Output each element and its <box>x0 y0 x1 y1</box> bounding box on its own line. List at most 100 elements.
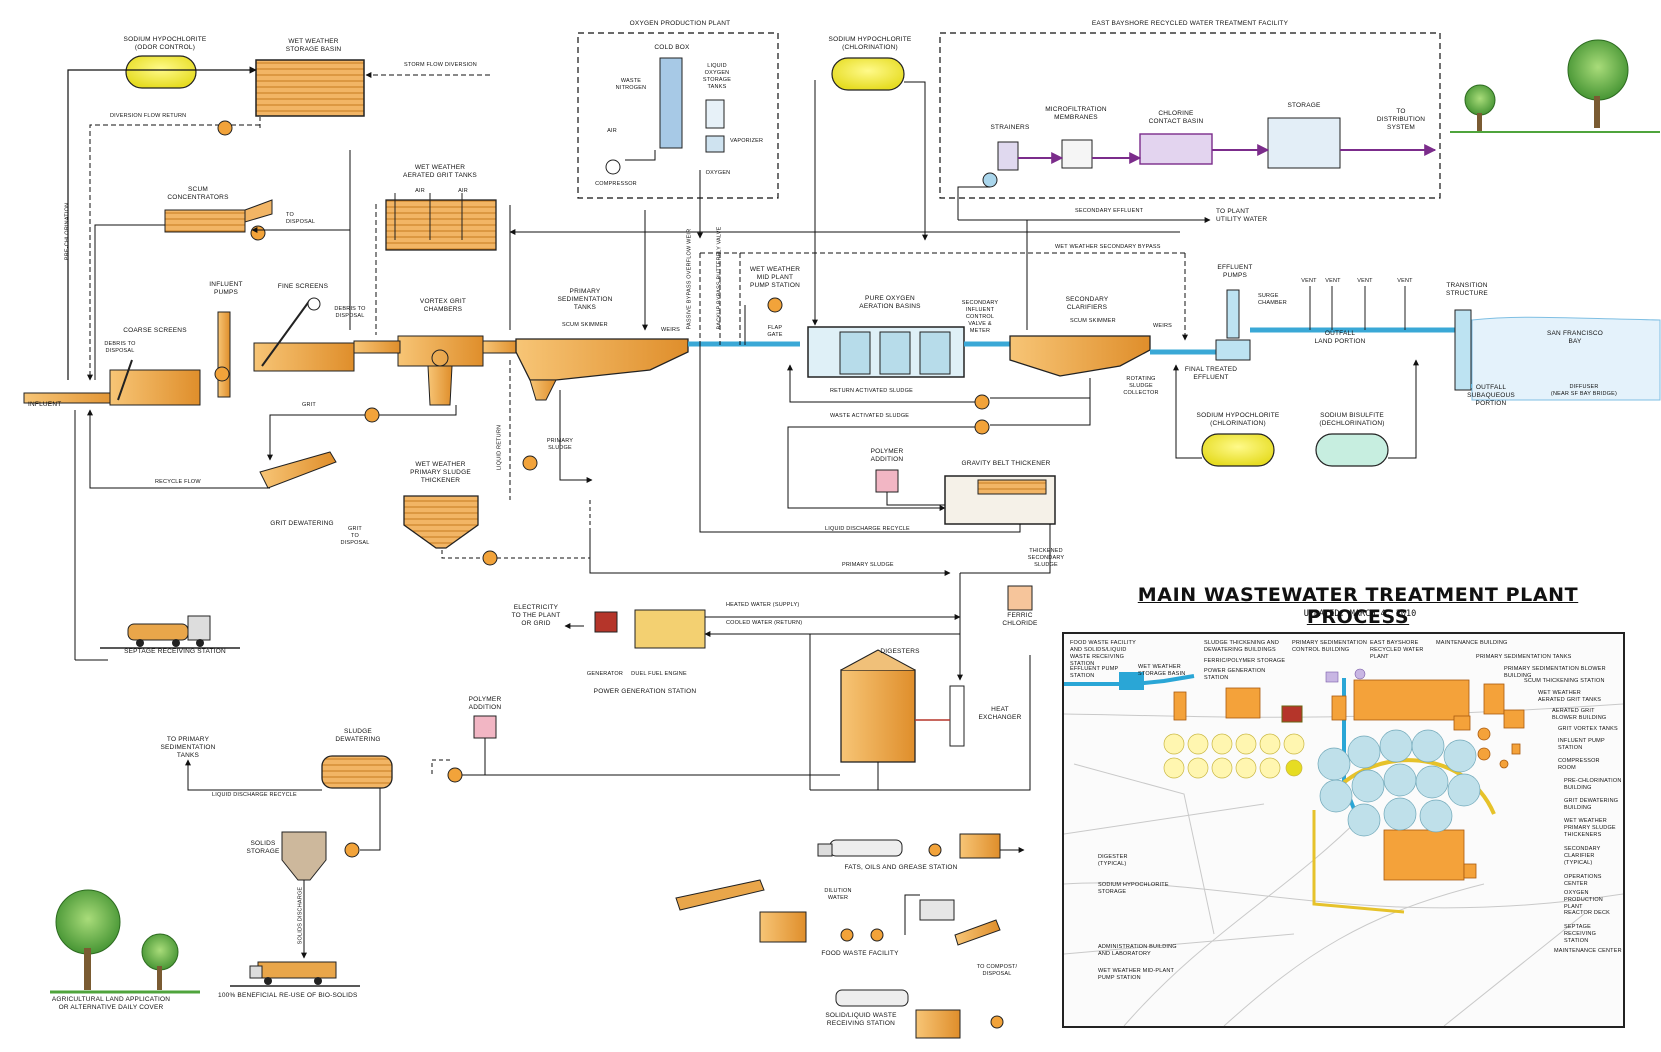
label-air-1: AIR <box>410 188 430 195</box>
label-vent-4: VENT <box>1392 278 1418 285</box>
siteplan-label: FERRIC/POLYMER STORAGE <box>1204 658 1285 665</box>
label-liquid-oxygen-tanks: LIQUID OXYGEN STORAGE TANKS <box>692 63 742 91</box>
label-waste-activated-sludge: WASTE ACTIVATED SLUDGE <box>830 413 909 420</box>
solids-storage-silo <box>282 832 326 880</box>
label-sodium-hypochlorite-chlorination-bottom: SODIUM HYPOCHLORITE (CHLORINATION) <box>1186 412 1290 428</box>
diversion-return-pump <box>218 121 232 135</box>
label-oxygen-production-plant: OXYGEN PRODUCTION PLANT <box>590 20 770 28</box>
label-east-bayshore: EAST BAYSHORE RECYCLED WATER TREATMENT F… <box>1040 20 1340 28</box>
label-pure-oxygen-basins: PURE OXYGEN AERATION BASINS <box>840 295 940 311</box>
label-backup-bypass: BACKUP BYPASS BUTTERFLY VALVE <box>717 270 724 330</box>
label-ww-mid-plant-pump: WET WEATHER MID PLANT PUMP STATION <box>740 266 810 290</box>
label-food-waste-facility: FOOD WASTE FACILITY <box>810 950 910 958</box>
label-influent-pumps: INFLUENT PUMPS <box>196 281 256 297</box>
siteplan-label: INFLUENT PUMP STATION <box>1558 738 1605 752</box>
label-debris-disposal-1: DEBRIS TO DISPOSAL <box>328 306 372 320</box>
label-cold-box: COLD BOX <box>642 44 702 52</box>
siteplan-label: REACTOR DECK <box>1564 910 1610 917</box>
label-transition-structure: TRANSITION STRUCTURE <box>1432 282 1502 298</box>
label-liquid-discharge-recycle-1: LIQUID DISCHARGE RECYCLE <box>825 526 910 533</box>
label-diffuser: DIFFUSER (NEAR SF BAY BRIDGE) <box>1534 384 1634 398</box>
label-secondary-influent-valve: SECONDARY INFLUENT CONTROL VALVE & METER <box>960 300 1000 335</box>
label-to-plant-utility-water: TO PLANT UTILITY WATER <box>1216 208 1267 224</box>
label-san-francisco-bay: SAN FRANCISCO BAY <box>1530 330 1620 346</box>
label-influent: INFLUENT <box>28 401 61 409</box>
siteplan-label: OPERATIONS CENTER <box>1564 874 1623 888</box>
label-septage-receiving: SEPTAGE RECEIVING STATION <box>110 648 240 656</box>
tree-icon <box>1568 40 1628 100</box>
label-microfiltration: MICROFILTRATION MEMBRANES <box>1036 106 1116 122</box>
label-scum-concentrators: SCUM CONCENTRATORS <box>158 186 238 202</box>
siteplan-label: ADMINISTRATION BUILDING AND LABORATORY <box>1098 944 1177 958</box>
strainers <box>998 142 1018 170</box>
siteplan-label: FOOD WASTE FACILITY AND SOLIDS/LIQUID WA… <box>1070 640 1136 668</box>
label-ferric-chloride: FERRIC CHLORIDE <box>990 612 1050 628</box>
siteplan-label: SCUM THICKENING STATION <box>1524 678 1605 685</box>
label-gravity-belt-thickener: GRAVITY BELT THICKENER <box>946 460 1066 468</box>
label-vent-1: VENT <box>1296 278 1322 285</box>
label-heated-water: HEATED WATER (SUPPLY) <box>726 602 799 609</box>
siteplan-label: PRE-CHLORINATION BUILDING <box>1564 778 1622 792</box>
polymer-addition-box-1 <box>876 470 898 492</box>
coarse-screens-channel <box>110 370 200 405</box>
scum-concentrator-tank <box>165 210 245 232</box>
label-thickened-secondary-sludge: THICKENED SECONDARY SLUDGE <box>1026 548 1066 569</box>
label-storm-flow-diversion: STORM FLOW DIVERSION <box>404 62 477 69</box>
storage-tank <box>1268 118 1340 168</box>
sludge-dewatering-centrifuge <box>322 756 392 788</box>
siteplan-label: POWER GENERATION STATION <box>1204 668 1265 682</box>
siteplan-label: COMPRESSOR ROOM <box>1558 758 1600 772</box>
label-solid-liquid-waste: SOLID/LIQUID WASTE RECEIVING STATION <box>806 1012 916 1028</box>
sodium-bisulfite-tank <box>1316 434 1388 466</box>
label-effluent-pumps: EFFLUENT PUMPS <box>1210 264 1260 280</box>
label-secondary-clarifiers: SECONDARY CLARIFIERS <box>1052 296 1122 312</box>
tree-icon <box>142 934 178 970</box>
siteplan-label: SODIUM HYPOCHLORITE STORAGE <box>1098 882 1169 896</box>
label-diversion-flow-return: DIVERSION FLOW RETURN <box>110 113 186 120</box>
label-primary-sedimentation: PRIMARY SEDIMENTATION TANKS <box>545 288 625 312</box>
siteplan-label: DIGESTER (TYPICAL) <box>1098 854 1128 868</box>
label-primary-sludge-1: PRIMARY SLUDGE <box>545 438 575 452</box>
label-vortex-grit-chambers: VORTEX GRIT CHAMBERS <box>408 298 478 314</box>
dual-fuel-engine <box>635 610 705 648</box>
surge-chamber <box>1216 340 1250 360</box>
siteplan-label: SEPTAGE RECEIVING STATION <box>1564 924 1623 945</box>
label-generator: GENERATOR <box>580 671 630 678</box>
septage-truck <box>128 624 188 640</box>
siteplan-label: PRIMARY SEDIMENTATION TANKS <box>1476 654 1572 661</box>
label-electricity-to-plant: ELECTRICITY TO THE PLANT OR GRID <box>496 604 576 628</box>
label-sodium-bisulfite: SODIUM BISULFITE (DECHLORINATION) <box>1300 412 1404 428</box>
label-weirs-2: WEIRS <box>1153 323 1172 330</box>
siteplan-label: WET WEATHER STORAGE BASIN <box>1138 664 1185 678</box>
label-secondary-effluent: SECONDARY EFFLUENT <box>1075 208 1143 215</box>
label-vent-3: VENT <box>1352 278 1378 285</box>
label-heat-exchanger: HEAT EXCHANGER <box>970 706 1030 722</box>
wet-weather-primary-thickener <box>404 496 478 548</box>
label-ww-primary-thickener: WET WEATHER PRIMARY SLUDGE THICKENER <box>398 461 483 485</box>
label-dilution-water: DILUTION WATER <box>818 888 858 902</box>
label-power-generation-station: POWER GENERATION STATION <box>580 688 710 696</box>
cold-box <box>660 58 682 148</box>
site-plan-map: FOOD WASTE FACILITY AND SOLIDS/LIQUID WA… <box>1062 632 1625 1028</box>
label-outfall-land-portion: OUTFALL LAND PORTION <box>1300 330 1380 346</box>
siteplan-label: OXYGEN PRODUCTION PLANT <box>1564 890 1623 911</box>
siteplan-label: GRIT DEWATERING BUILDING <box>1564 798 1618 812</box>
label-liquid-discharge-recycle-2: LIQUID DISCHARGE RECYCLE <box>212 792 297 799</box>
label-storage: STORAGE <box>1276 102 1332 110</box>
siteplan-label: EAST BAYSHORE RECYCLED WATER PLANT <box>1370 640 1424 661</box>
label-passive-bypass: PASSIVE BYPASS OVERFLOW WEIR <box>687 270 694 330</box>
siteplan-label: SLUDGE THICKENING AND DEWATERING BUILDIN… <box>1204 640 1279 654</box>
sodium-hypochlorite-odor-tank <box>126 56 196 88</box>
label-dual-fuel-engine: DUEL FUEL ENGINE <box>624 671 694 678</box>
generator <box>595 612 617 632</box>
label-solids-discharge: SOLIDS DISCHARGE <box>298 881 305 951</box>
label-vent-2: VENT <box>1320 278 1346 285</box>
label-recycle-flow: RECYCLE FLOW <box>155 479 201 486</box>
primary-sedimentation-tank <box>516 339 688 380</box>
label-surge-chamber: SURGE CHAMBER <box>1258 293 1287 307</box>
siteplan-label: WET WEATHER AERATED GRIT TANKS <box>1538 690 1601 704</box>
secondary-clarifier <box>1010 336 1150 376</box>
label-grit-dewatering: GRIT DEWATERING <box>262 520 342 528</box>
effluent-pump <box>1227 290 1239 338</box>
